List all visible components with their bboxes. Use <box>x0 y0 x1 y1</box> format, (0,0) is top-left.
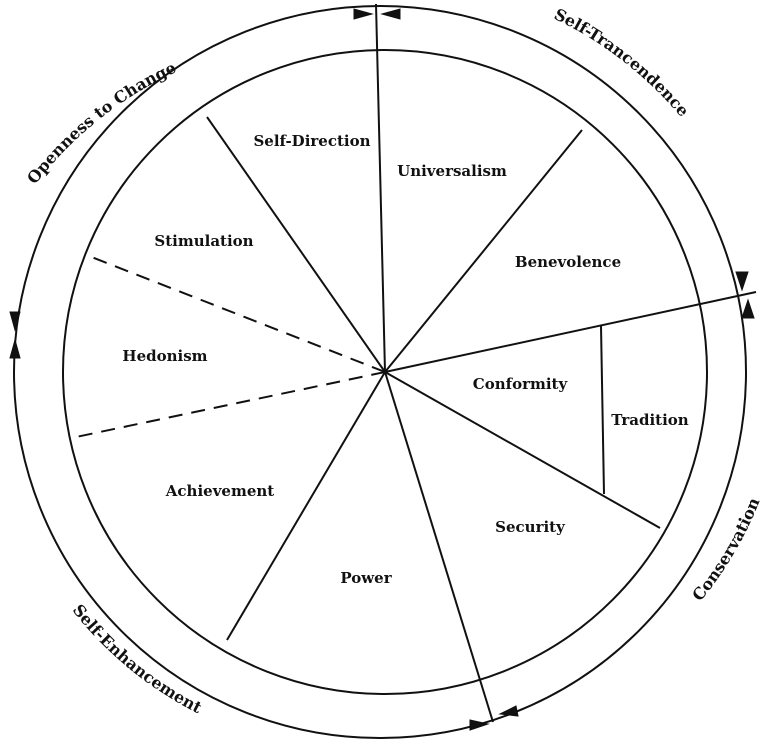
label-self-transcendence: Self-Trancendence <box>551 4 693 120</box>
arrow-left-upper-icon <box>9 311 21 332</box>
arrow-bottom-right-icon <box>498 705 519 717</box>
label-openness-to-change: Openness to Change <box>23 58 179 188</box>
arrow-left-lower-icon <box>9 338 21 359</box>
sector-line-power-achievement <box>226 371 386 641</box>
boundary-top-line <box>375 3 386 373</box>
outer-ring <box>13 5 747 739</box>
arrow-right-lower-icon <box>741 298 755 319</box>
boundary-right-line <box>384 291 757 373</box>
label-self-direction: Self-Direction <box>253 132 370 150</box>
label-tradition: Tradition <box>611 411 689 429</box>
boundary-bottom-line <box>384 371 494 723</box>
dashed-line-stimulation-hedonism <box>88 255 386 373</box>
label-power: Power <box>340 569 392 587</box>
label-conformity: Conformity <box>473 375 569 393</box>
arrow-right-upper-icon <box>735 271 749 292</box>
label-self-enhancement: Self-Enhancement <box>69 601 206 718</box>
sector-line-conformity-security <box>384 371 661 529</box>
label-benevolence: Benevolence <box>515 253 621 271</box>
label-hedonism: Hedonism <box>122 347 207 365</box>
sector-line-universalism-benevolence <box>384 129 583 373</box>
sector-line-tradition-divider <box>600 325 605 495</box>
label-stimulation: Stimulation <box>154 232 253 250</box>
dashed-line-hedonism-achievement <box>75 371 386 438</box>
arrow-top-left-icon <box>353 8 374 20</box>
arrow-bottom-left-icon <box>469 719 490 731</box>
sector-line-self-direction-stimulation <box>206 116 386 373</box>
label-achievement: Achievement <box>165 482 274 500</box>
label-security: Security <box>495 518 566 536</box>
inner-circle <box>62 49 708 695</box>
label-universalism: Universalism <box>397 162 507 180</box>
arrow-top-right-icon <box>380 8 401 20</box>
